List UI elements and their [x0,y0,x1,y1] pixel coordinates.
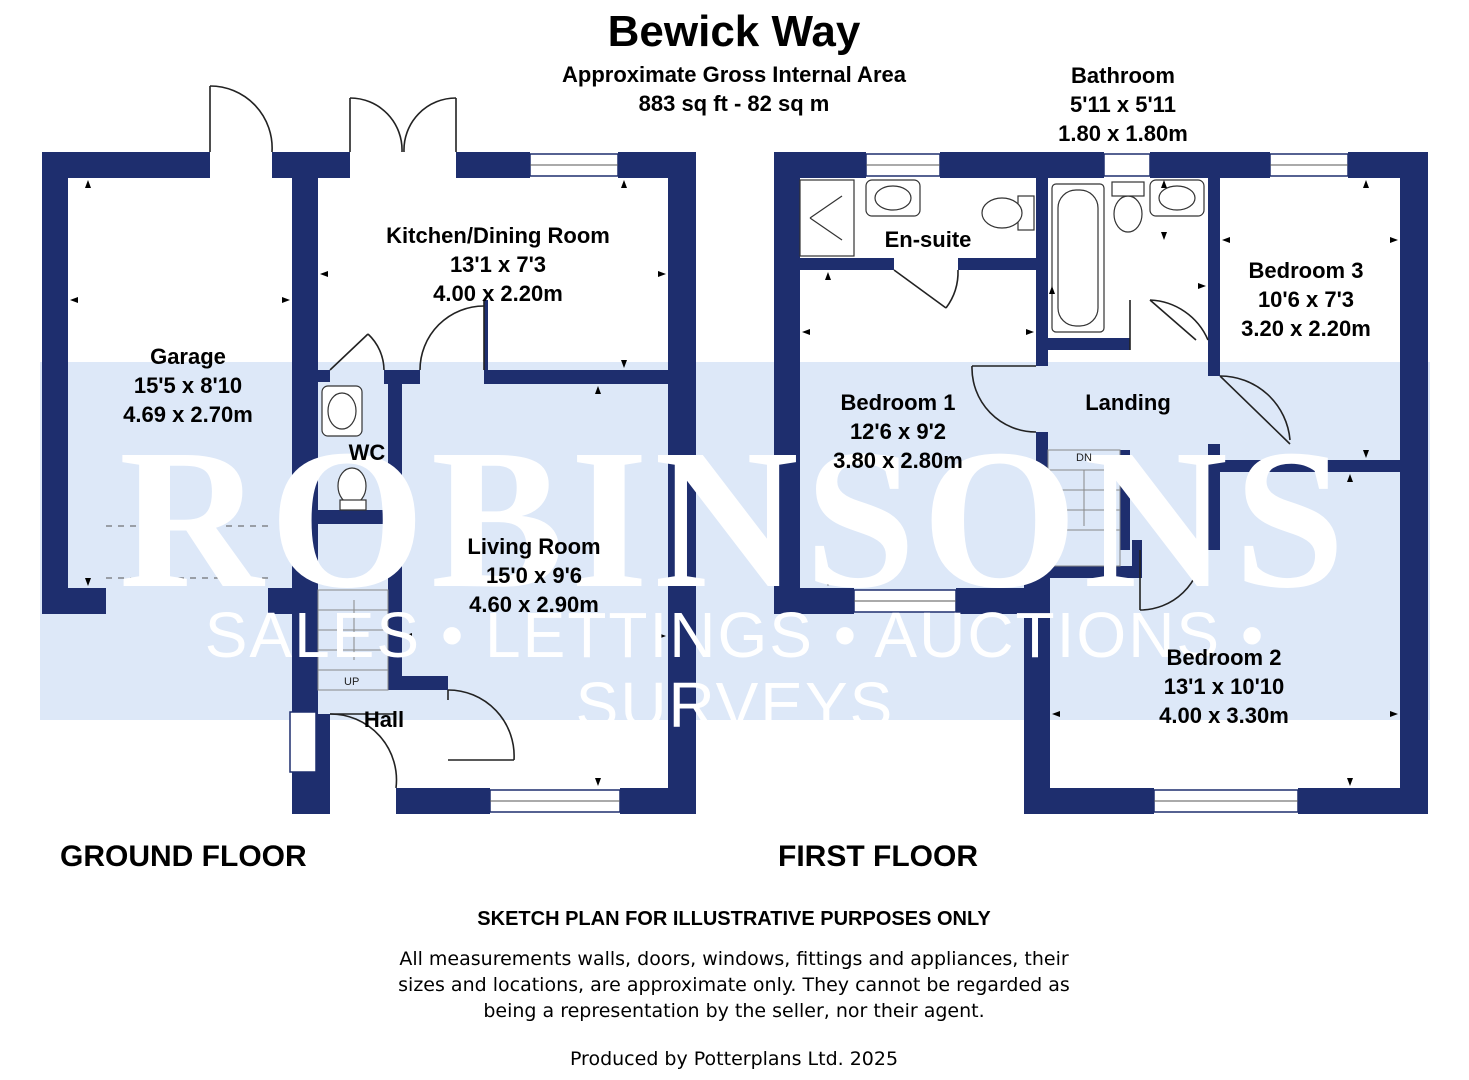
room-metric: 4.00 x 2.20m [433,281,563,306]
room-garage: Garage 15'5 x 8'10 4.69 x 2.70m [108,342,268,429]
ground-floor-label: GROUND FLOOR [60,840,307,873]
room-imperial: 12'6 x 9'2 [849,419,947,444]
producer-credit: Produced by Potterplans Ltd. 2025 [569,1048,899,1070]
room-metric: 3.80 x 2.80m [833,448,963,473]
watermark-brand: ROBINSONS [118,409,1352,630]
gross-area: Approximate Gross Internal Area 883 sq f… [484,60,984,118]
disclaimer-text: All measurements walls, doors, windows, … [384,946,1084,1024]
room-hall: Hall [354,705,414,734]
disclaimer-line-2: sizes and locations, are approximate onl… [398,974,1070,996]
room-imperial: 10'6 x 7'3 [1257,287,1355,312]
room-wc: WC [334,438,400,467]
room-name: WC [348,440,386,465]
room-metric: 4.69 x 2.70m [123,402,253,427]
room-metric: 4.00 x 3.30m [1159,703,1289,728]
room-bedroom-3: Bedroom 3 10'6 x 7'3 3.20 x 2.20m [1226,256,1386,343]
window-sills [490,164,1348,802]
plan-title: Bewick Way [607,7,861,56]
room-imperial: 13'1 x 7'3 [449,252,547,277]
room-name: Garage [150,344,226,369]
disclaimer-line-1: All measurements walls, doors, windows, … [399,948,1069,970]
walls [42,152,1428,814]
room-imperial: 13'1 x 10'10 [1163,674,1285,699]
disclaimer-heading: SKETCH PLAN FOR ILLUSTRATIVE PURPOSES ON… [477,908,991,930]
room-imperial: 15'5 x 8'10 [133,373,243,398]
room-name: Landing [1085,390,1171,415]
gross-area-value: 883 sq ft - 82 sq m [638,91,830,116]
room-name: Bedroom 2 [1166,645,1282,670]
room-bedroom-1: Bedroom 1 12'6 x 9'2 3.80 x 2.80m [818,388,978,475]
room-name: Living Room [467,534,601,559]
room-kitchen-dining: Kitchen/Dining Room 13'1 x 7'3 4.00 x 2.… [368,221,628,308]
stairs [317,449,1121,691]
stairs-up-label: UP [344,676,360,688]
room-name: Hall [363,707,405,732]
stairs-down-label: DN [1076,452,1092,464]
garage-door-line [106,525,268,579]
room-imperial: 5'11 x 5'11 [1070,92,1176,117]
room-living: Living Room 15'0 x 9'6 4.60 x 2.90m [444,532,624,619]
watermark-band [40,362,1430,720]
room-bedroom-2: Bedroom 2 13'1 x 10'10 4.00 x 3.30m [1134,643,1314,730]
watermark-tagline: SALES • LETTINGS • AUCTIONS • SURVEYS [204,599,1266,741]
room-metric: 1.80 x 1.80m [1058,121,1188,146]
room-name: En-suite [884,227,972,252]
dimension-arrows [70,180,1398,786]
room-name: Bathroom [1071,63,1175,88]
room-landing: Landing [1068,388,1188,417]
disclaimer-line-3: being a representation by the seller, no… [483,1000,985,1022]
room-name: Kitchen/Dining Room [386,223,610,248]
gross-area-label: Approximate Gross Internal Area [562,62,906,87]
first-floor-label: FIRST FLOOR [778,840,978,873]
room-name: Bedroom 3 [1248,258,1364,283]
room-metric: 4.60 x 2.90m [469,592,599,617]
room-bathroom: Bathroom 5'11 x 5'11 1.80 x 1.80m [1043,61,1203,148]
doors [209,85,1291,789]
room-imperial: 15'0 x 9'6 [485,563,583,588]
room-ensuite: En-suite [868,225,988,254]
fixtures [321,179,1205,511]
room-metric: 3.20 x 2.20m [1241,316,1371,341]
room-name: Bedroom 1 [840,390,956,415]
